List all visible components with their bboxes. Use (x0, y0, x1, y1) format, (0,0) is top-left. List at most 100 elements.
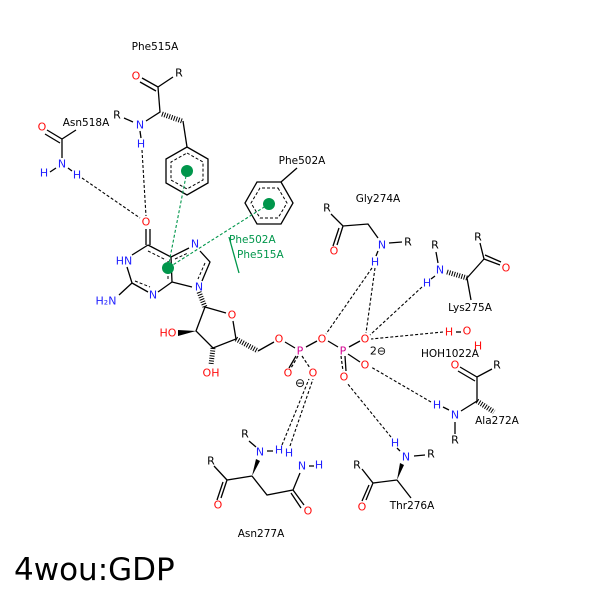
atom-o: O (38, 121, 47, 134)
ring-centroid-phe515 (181, 165, 193, 177)
atom-n2-amine: H₂N (96, 295, 117, 308)
thr276-backbone (361, 447, 426, 502)
ring-centroid-purine (162, 262, 174, 274)
atom-n: N (451, 409, 459, 422)
atom-n: N (298, 460, 306, 473)
ring-centroid-phe502 (263, 198, 275, 210)
phosphate-delocalized-bonds (290, 355, 344, 372)
phe515-backbone (123, 76, 174, 139)
atom-h-water: H (474, 340, 482, 353)
residue-label-gly274: Gly274A (356, 193, 401, 205)
atom-r: R (493, 359, 501, 372)
residue-label-asn518: Asn518A (63, 117, 110, 129)
asn277-wedge-bond (252, 459, 260, 476)
atom-o3-hydroxyl: OH (203, 367, 220, 380)
diagram-title: 4wou:GDP (14, 552, 175, 588)
atom-p-beta: P (340, 345, 347, 358)
atom-o: O (309, 367, 318, 380)
atom-o: O (132, 70, 141, 83)
hbond-ala272-o (370, 366, 432, 403)
atom-r: R (323, 202, 331, 215)
atom-r: R (451, 434, 459, 447)
pi-marker-line (228, 236, 240, 274)
bonds (44, 76, 502, 509)
atom-h: H (73, 169, 81, 182)
hbond-hoh-o (370, 331, 444, 340)
atom-h-water: H (445, 326, 453, 339)
residue-label-phe502: Phe502A (279, 155, 326, 167)
pi-line-phe515 (167, 170, 188, 269)
atom-o: O (214, 499, 223, 512)
atom-o: O (451, 359, 460, 372)
pi-stacking: Phe502A Phe515A (162, 165, 284, 274)
residue-label-lys275: Lys275A (448, 302, 493, 314)
atom-r: R (431, 239, 439, 252)
atom-p-alpha: P (297, 345, 304, 358)
atom-r: R (474, 231, 482, 244)
atom-h: H (285, 447, 293, 460)
hydrogen-bonds (81, 149, 444, 447)
phe515-ring (165, 146, 209, 196)
atom-h: H (423, 277, 431, 290)
atom-n: N (58, 158, 66, 171)
thr276-wedge-bond (397, 463, 404, 480)
atom-n7: N (191, 238, 199, 251)
phe515-hash-bond (161, 111, 183, 124)
residue-labels: Phe515A Asn518A Phe502A Gly274A Lys275A … (63, 41, 520, 540)
atom-o: O (284, 367, 293, 380)
atom-n1h: HN (116, 255, 133, 268)
atom-r: R (175, 67, 183, 80)
hbond-gly274-o (365, 267, 376, 334)
atom-r: R (353, 459, 361, 472)
atom-n: N (256, 446, 264, 459)
atom-r: R (207, 455, 215, 468)
hbond-lys275-o (369, 286, 423, 336)
residue-label-hoh1022: HOH1022A (421, 348, 480, 360)
asn518-sidechain (44, 129, 77, 173)
lys275-backbone (430, 242, 502, 301)
atom-h: H (275, 444, 283, 457)
atom-r: R (427, 448, 435, 461)
atom-h: H (371, 256, 379, 269)
pi-label-phe502: Phe502A (229, 234, 276, 246)
charge-two-minus: 2⊖ (370, 345, 386, 358)
atom-h: H (40, 167, 48, 180)
hbond-asn277-n-o (281, 378, 310, 446)
residue-label-thr276: Thr276A (389, 500, 435, 512)
lys275-hash-bond (446, 269, 468, 281)
atom-n9: N (195, 281, 203, 294)
atom-h: H (137, 138, 145, 151)
residue-label-asn277: Asn277A (238, 528, 285, 540)
atom-n3: N (149, 289, 157, 302)
atom-o: O (358, 501, 367, 514)
residue-label-phe515: Phe515A (132, 41, 179, 53)
atom-h: H (391, 437, 399, 450)
c1-hash-bond (196, 291, 208, 308)
hbond-gly274-obridge (325, 267, 373, 335)
gly274-backbone (330, 213, 403, 257)
phe502-ring-aromatic (250, 187, 288, 219)
phe515-ring-aromatic (170, 152, 204, 190)
atom-n: N (378, 239, 386, 252)
asn277-backbone (213, 440, 314, 509)
atom-o6: O (142, 216, 151, 229)
atom-n: N (436, 264, 444, 277)
atom-o: O (502, 262, 511, 275)
atom-o: O (304, 505, 313, 518)
charge-minus: ⊖ (295, 376, 305, 390)
hbond-asn518-o6 (81, 177, 141, 219)
phe515-sidechain (182, 120, 188, 148)
atom-r: R (404, 236, 412, 249)
c4-hash-bond (234, 336, 260, 354)
hbond-phe515-o6 (141, 149, 147, 217)
atom-o-water: O (463, 325, 472, 338)
atom-o5: O (275, 333, 284, 346)
hbond-thr276-o (346, 382, 392, 438)
atom-o: O (361, 359, 370, 372)
c3-hash-bond (208, 347, 216, 366)
phosphate-chain (257, 340, 361, 363)
atom-r: R (113, 109, 121, 122)
atom-h: H (433, 399, 441, 412)
